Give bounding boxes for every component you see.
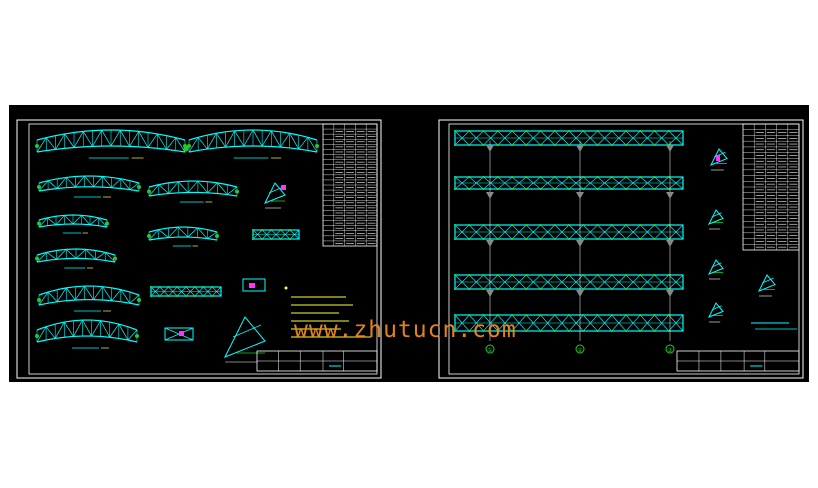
truss-elevation-6 <box>147 226 219 247</box>
schedule-table-left <box>322 123 378 247</box>
truss-plan-3 <box>454 224 684 240</box>
truss-elevation-5 <box>37 214 109 234</box>
truss-plan-4 <box>454 274 684 290</box>
node-detail-left-4 <box>223 316 266 363</box>
cad-drawing: ① ② ③ <box>16 119 804 379</box>
cad-viewport[interactable]: ① ② ③ www.zhutucn.com <box>9 105 809 382</box>
truss-elevation-7 <box>35 248 117 269</box>
node-detail-left-2 <box>242 278 266 292</box>
notes-right <box>751 322 797 330</box>
truss-elevation-2 <box>187 129 319 159</box>
watermark: www.zhutucn.com <box>294 317 517 343</box>
truss-plan-left-2 <box>252 229 300 240</box>
truss-elevation-4 <box>147 180 239 203</box>
grid-axis-label: ② <box>577 347 583 354</box>
sheet-border-outer <box>16 119 382 379</box>
truss-elevation-3 <box>37 175 141 198</box>
title-block-left <box>256 350 378 372</box>
truss-plan-1 <box>454 130 684 146</box>
node-detail-right-3 <box>707 259 724 280</box>
truss-elevation-9 <box>35 319 139 349</box>
sheet-border-inner <box>28 123 378 375</box>
node-detail-right-5 <box>757 274 776 297</box>
node-marker <box>183 146 189 152</box>
truss-plan-5 <box>454 314 684 332</box>
node-detail-left-1 <box>263 182 286 209</box>
accent-mark <box>281 185 286 190</box>
grid-axis-label: ① <box>487 347 492 354</box>
truss-plan-left-1 <box>150 286 222 297</box>
accent-mark-right <box>716 155 720 161</box>
schedule-table-right <box>742 123 800 251</box>
node-detail-right-2 <box>707 209 724 230</box>
title-block-right <box>676 350 800 372</box>
general-notes <box>284 286 371 338</box>
truss-elevation-1 <box>35 129 187 159</box>
truss-plan-2 <box>454 176 684 190</box>
grid-axis-label: ③ <box>667 347 672 354</box>
grid-axes: ① ② ③ <box>485 141 675 354</box>
node-detail-right-4 <box>707 302 724 323</box>
node-detail-left-3 <box>164 327 194 341</box>
sheet-border-outer-right <box>438 119 804 379</box>
drawing-sheet-right[interactable]: ① ② ③ <box>438 119 804 379</box>
drawing-sheet-left[interactable] <box>16 119 382 379</box>
truss-elevation-8 <box>37 285 141 312</box>
